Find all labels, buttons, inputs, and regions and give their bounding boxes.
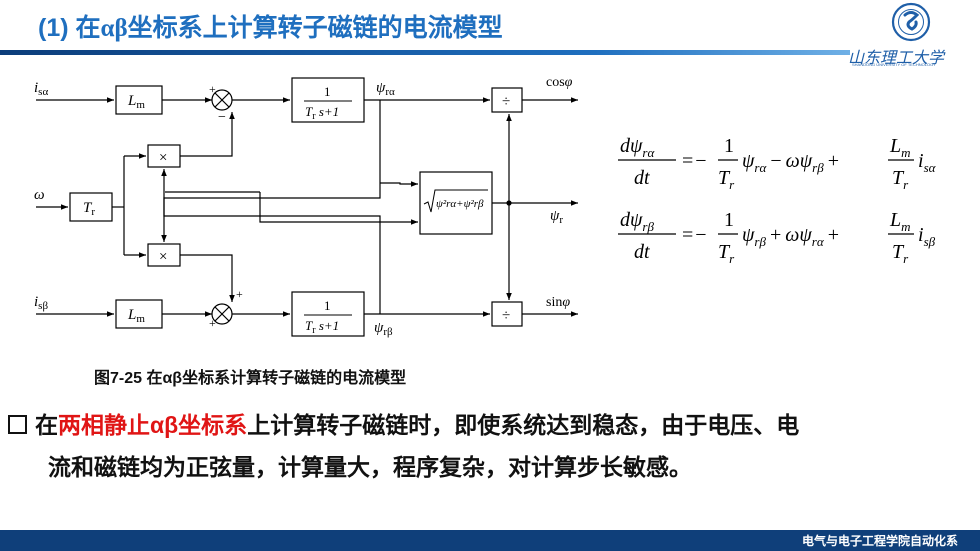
eq1-term1: ψrα−ωψrβ+: [742, 150, 839, 175]
footer-text: 电气与电子工程学院自动化系: [801, 534, 958, 548]
div-sign-bottom: ÷: [502, 308, 510, 324]
eq2-isb: isβ: [918, 224, 936, 249]
tr-label: Tr: [83, 200, 95, 218]
lm-label-bottom: Lm: [127, 307, 145, 325]
university-name: 山东理工大学: [848, 48, 945, 67]
psi-rb-label: ψrβ: [374, 320, 393, 338]
university-logo: [891, 2, 931, 42]
university-name-en: SHANDONG UNIVERSITY OF TECHNOLOGY: [852, 62, 936, 67]
tf-den-bottom: Tr s+1: [305, 318, 339, 336]
sign-minus-top: −: [218, 110, 226, 125]
lm-label-top: Lm: [127, 93, 145, 111]
bullet-highlight: 两相静止αβ坐标系: [58, 412, 248, 438]
eq1-equals: =−: [682, 150, 707, 172]
magnitude-block: [419, 171, 493, 235]
bullet-line2: 流和磁链均为正弦量，计算量大，程序复杂，对计算步长敏感。: [48, 454, 692, 480]
figure-caption: 图7-25 在αβ坐标系计算转子磁链的电流模型: [94, 370, 407, 387]
mult-sign-top: ×: [159, 150, 167, 166]
tr-block: [69, 192, 113, 222]
eq2-equals: =−: [682, 224, 707, 246]
eq2-term1: ψrβ+ωψrα+: [742, 224, 839, 249]
divider-bottom: [491, 301, 523, 327]
bullet-pre: 在: [35, 412, 58, 438]
eq2-tr2: Tr: [892, 241, 909, 266]
eq1-lhs-num: dψrα: [620, 135, 655, 160]
eq2-tr: Tr: [718, 241, 735, 266]
eq1-lm: Lm: [889, 135, 911, 160]
psi-ra-label: ψrα: [376, 80, 395, 98]
current-model-block-diagram: isα ω isβ Lm Lm Tr + − + + 1 Tr s+1 1 Tr…: [34, 75, 578, 338]
eq1-lhs-den: dt: [634, 167, 650, 189]
eq1-tr2: Tr: [892, 167, 909, 192]
page-title: (1) 在αβ坐标系上计算转子磁链的电流模型: [38, 14, 503, 42]
mult-sign-bottom: ×: [159, 249, 167, 265]
flux-equations: dψrα dt =− 1 Tr ψrα−ωψrβ+ Lm Tr isα dψrβ…: [618, 135, 937, 266]
omega-label: ω: [34, 187, 45, 203]
footer-bar: 电气与电子工程学院自动化系: [0, 530, 980, 551]
sign-plus-top: +: [209, 82, 216, 96]
transfer-function-top: [291, 77, 365, 123]
eq2-one: 1: [724, 209, 734, 231]
sign-plus-bottom-a: +: [236, 287, 243, 301]
tf-den-top: Tr s+1: [305, 104, 339, 122]
eq2-lhs-num: dψrβ: [620, 209, 654, 234]
eq2-lm: Lm: [889, 209, 911, 234]
tf-num-top: 1: [324, 84, 331, 99]
bullet-square-icon: [8, 415, 27, 434]
eq1-one: 1: [724, 135, 734, 157]
bullet-paragraph: 在两相静止αβ坐标系上计算转子磁链时，即使系统达到稳态，由于电压、电 流和磁链均…: [8, 404, 968, 488]
isb-label: isβ: [34, 294, 48, 312]
eq1-isa: isα: [918, 150, 937, 175]
psi-r-label: ψr: [550, 208, 563, 226]
lm-block-bottom: [115, 299, 163, 329]
cos-label: cosφ: [546, 75, 573, 90]
sign-plus-bottom-b: +: [209, 316, 216, 330]
title-underline: [0, 50, 850, 55]
sqrt-symbol: [423, 189, 488, 213]
tf-num-bottom: 1: [324, 298, 331, 313]
isa-label: isα: [34, 80, 48, 98]
sin-label: sinφ: [546, 295, 570, 310]
sqrt-expression: ψ²rα+ψ²rβ: [436, 198, 484, 210]
div-sign-top: ÷: [502, 94, 510, 110]
bullet-line1: 上计算转子磁链时，即使系统达到稳态，由于电压、电: [247, 412, 800, 438]
eq2-lhs-den: dt: [634, 241, 650, 263]
eq1-tr: Tr: [718, 167, 735, 192]
